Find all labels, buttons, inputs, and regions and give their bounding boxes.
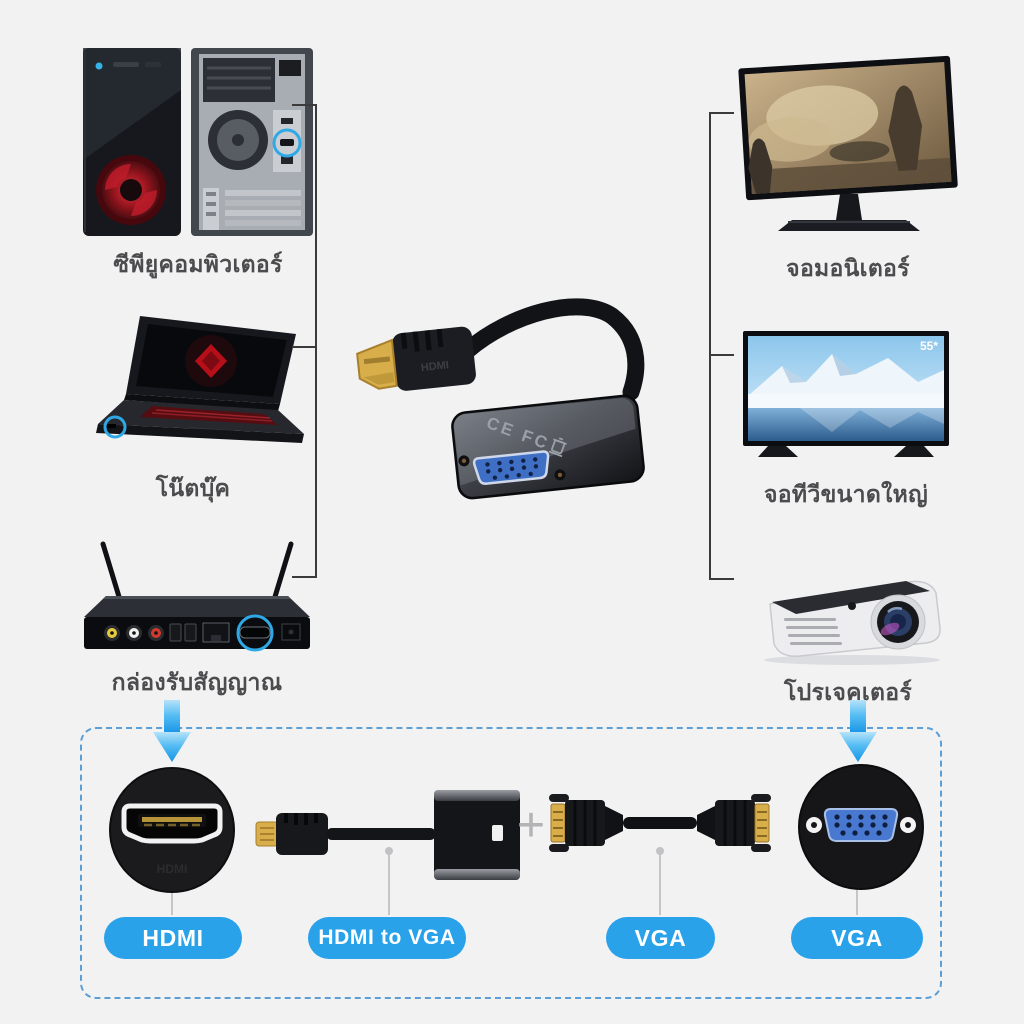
- down-arrow-icon-right: [839, 700, 877, 762]
- port-icon: [492, 825, 503, 841]
- device-tv-figure: 55* จอทีวีขนาดใหญ่: [740, 328, 952, 513]
- hdmi-plug: HDMI: [356, 326, 476, 391]
- vga-connector-left: [549, 794, 623, 852]
- cpu-tower-rear: [191, 48, 313, 236]
- cpu-tower-illustration: [83, 48, 313, 236]
- adapter-photo: HDMI CE FC: [356, 298, 645, 500]
- tv-screen: 55*: [748, 336, 944, 441]
- connector-pill-vga-port: VGA: [791, 917, 923, 959]
- usb-port: [184, 623, 197, 642]
- vga-port-closeup: [798, 764, 924, 890]
- hdmi-port-closeup: HDMI: [109, 767, 235, 893]
- connector-pill-vga-cable: VGA: [606, 917, 715, 959]
- device-label-projector: โปรเจคเตอร์: [784, 679, 912, 705]
- laptop-base: [96, 394, 304, 443]
- device-monitor-figure: จอมอนิเตอร์: [728, 52, 968, 287]
- projector-top: [772, 581, 930, 614]
- down-arrow-icon-left: [153, 700, 191, 762]
- adapter-mini: [255, 790, 520, 880]
- hdmi-port-highlight-icon: [103, 415, 127, 439]
- monitor-stand: [836, 194, 862, 220]
- adapter-cable: [459, 298, 645, 401]
- tv-size-badge: 55*: [920, 339, 938, 353]
- rca-ports: [104, 625, 164, 641]
- power-led: [95, 62, 103, 70]
- cpu-tower-front: [83, 48, 181, 236]
- vga-female-port: [472, 450, 550, 485]
- vga-female-port: [806, 808, 916, 842]
- connector-pill-hdmi-to-vga: HDMI to VGA: [308, 917, 466, 959]
- projector-lens: [870, 594, 926, 650]
- hdmi-port-faint-text: HDMI: [157, 862, 188, 876]
- device-settopbox-figure: กล่องรับสัญญาณ: [72, 538, 322, 701]
- laptop-screen: [126, 316, 296, 404]
- vga-cable-wire: [623, 817, 697, 829]
- hdmi-port: [239, 626, 271, 639]
- vga-connector-right: [697, 794, 771, 852]
- hdmi-plug-molded-text: HDMI: [420, 359, 449, 374]
- hdmi-female-port: [121, 803, 223, 844]
- device-label-monitor: จอมอนิเตอร์: [786, 255, 910, 281]
- antenna-left: [100, 541, 123, 603]
- vent-grille: [784, 618, 842, 645]
- adapter-body: [434, 790, 520, 880]
- adapter-body: CE FC: [451, 394, 645, 500]
- tv-illustration: 55*: [743, 331, 949, 457]
- dashed-panel: [80, 727, 942, 999]
- ethernet-port: [202, 622, 230, 643]
- connector-pill-hdmi: HDMI: [104, 917, 242, 959]
- monitor-illustration: [738, 55, 958, 231]
- usb-port: [169, 623, 182, 642]
- plus-icon: +: [516, 799, 546, 852]
- settopbox-rear-panel: [84, 617, 310, 649]
- device-label-settopbox: กล่องรับสัญญาณ: [111, 669, 283, 695]
- adapter-cable: [326, 828, 436, 840]
- antenna-right: [271, 541, 294, 603]
- tv-foot-left: [758, 446, 798, 457]
- vga-cable: [549, 794, 771, 852]
- weee-bin-icon: [548, 437, 567, 458]
- device-label-cpu: ซีพียูคอมพิวเตอร์: [113, 251, 283, 277]
- soldier-silhouette: [888, 85, 923, 171]
- device-label-notebook: โน๊ตบุ๊ค: [155, 475, 231, 501]
- hdmi-plug: [276, 813, 328, 855]
- device-cpu-figure: ซีพียูคอมพิวเตอร์: [73, 40, 323, 283]
- device-laptop-figure: โน๊ตบุ๊ค: [68, 312, 318, 507]
- tv-foot-right: [894, 446, 934, 457]
- soldier-silhouette: [748, 138, 773, 194]
- ir-sensor: [848, 602, 856, 610]
- laptop-illustration: [96, 316, 304, 443]
- settopbox-illustration: [84, 541, 310, 652]
- projector-illustration: [764, 580, 941, 665]
- monitor-screen: [738, 55, 958, 201]
- device-projector-figure: โปรเจคเตอร์: [742, 556, 954, 711]
- device-label-tv: จอทีวีขนาดใหญ่: [764, 481, 928, 507]
- hdmi-port-highlight-icon: [236, 614, 274, 652]
- projector-shadow: [764, 655, 940, 665]
